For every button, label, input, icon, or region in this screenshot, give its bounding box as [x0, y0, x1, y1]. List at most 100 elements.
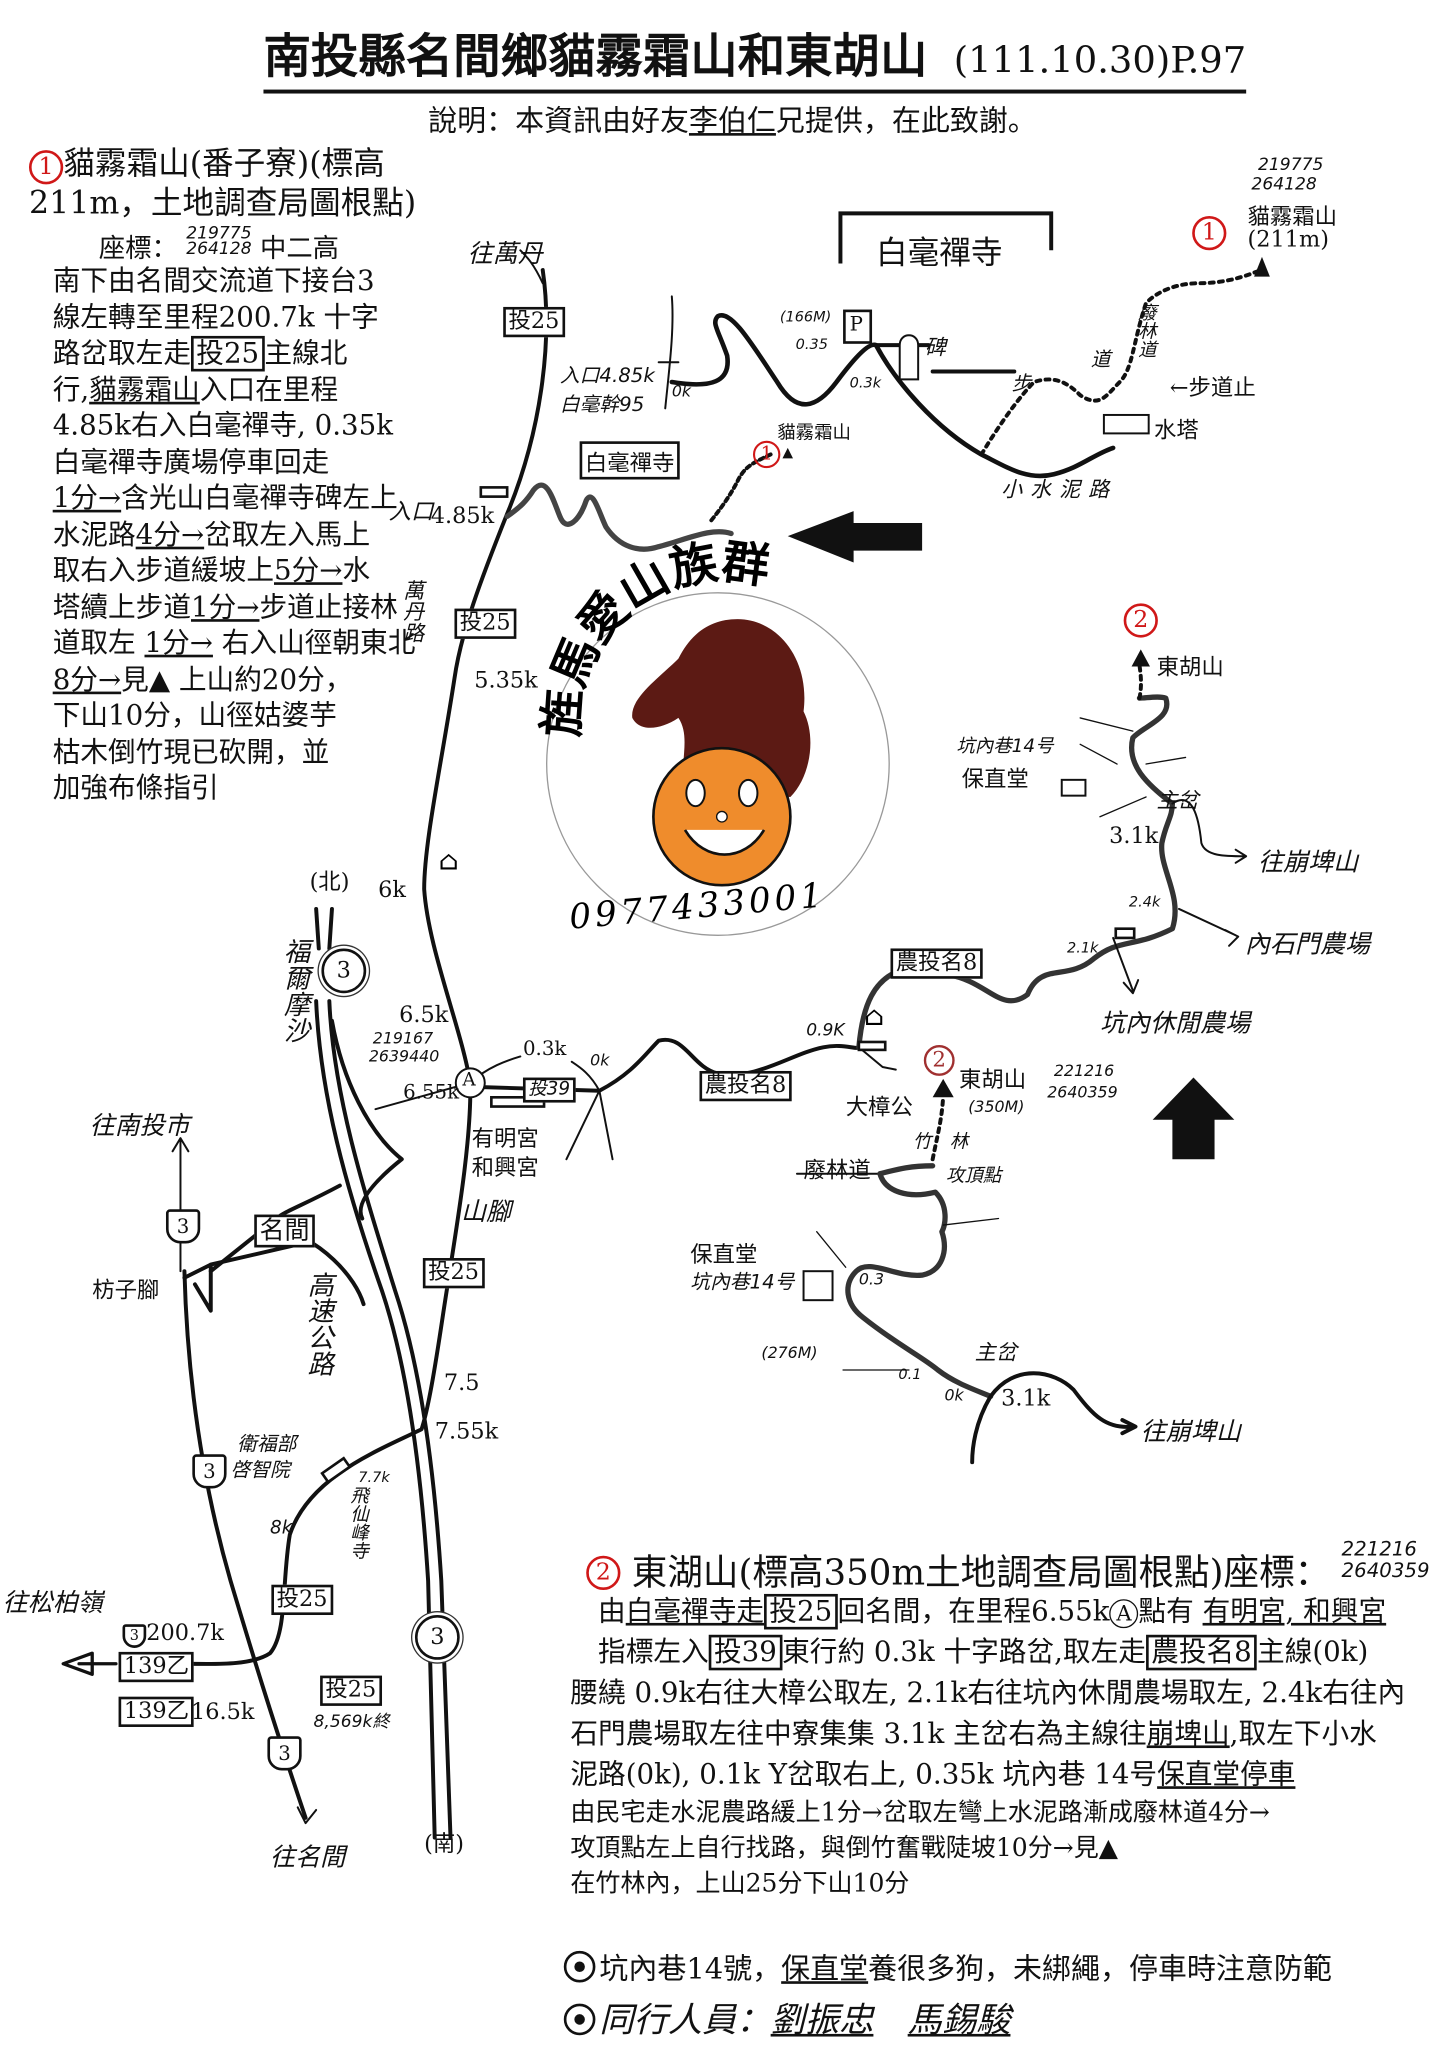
text-segment: 4.85k右入白毫禪寺, 0.35k [52, 409, 393, 442]
direction-line: 行,貓霧霜山入口在里程 [53, 372, 416, 408]
page-title: 南投縣名間鄉貓霧霜山和東胡山(111.10.30)P.97 [263, 18, 1247, 94]
label-to-bengpi-upper: 往崩埤山 [1258, 848, 1359, 878]
branch-bengpi [1171, 799, 1248, 864]
direction-line: 泥路(0k), 0.1k Y岔取右上, 0.35k 坑內巷 14号保直堂停車 [570, 1755, 1405, 1796]
coord-y: 264128 [186, 239, 252, 260]
peak2-name: 東胡山 [1156, 654, 1224, 682]
direction-line: 下山10分，山徑姑婆芋 [53, 698, 416, 734]
label-hexing-temple: 和興宮 [471, 1155, 539, 1182]
section1-coordinates: 座標： 219775 264128 中二高 [98, 225, 339, 265]
text-segment: 指標左入 [570, 1636, 709, 1668]
peak2-elevation: (350M) [968, 1097, 1025, 1116]
water-tower-icon [1102, 413, 1150, 435]
route-sign-139-b: 139乙 [118, 1696, 195, 1727]
peak2-coord-y: 2640359 [1047, 1082, 1118, 1102]
route-sign: 投39 [708, 1634, 783, 1671]
road-nong8 [856, 694, 1178, 1050]
text-segment: 由民宅走水泥農路緩上1分→岔取左彎上水泥路漸成廢林道4分→ [570, 1798, 1270, 1828]
label-abandoned-forest-road: 廢林道 [803, 1157, 871, 1185]
peak2-lower-name: 東胡山 [958, 1067, 1027, 1094]
label-km-21: 2.1k [1067, 939, 1099, 957]
label-feixian-temple: 飛仙峰寺 [347, 1485, 369, 1560]
text-segment: 水 [342, 554, 371, 587]
club-logo: 旌馬愛山族群 0977433001 [534, 534, 890, 938]
section2-heading-text: 東湖山(標高350m土地調查局圖根點)座標： [631, 1553, 1331, 1594]
label-km-035: 0.35 [795, 335, 828, 354]
label-km-6: 6k [378, 877, 406, 904]
title-main: 南投縣名間鄉貓霧霜山和東胡山 [263, 28, 928, 85]
direction-line: 在竹林內，上山25分下山10分 [570, 1867, 1405, 1903]
direction-line: 線左轉至里程200.7k 十字 [53, 300, 416, 336]
peak2-lower-number: 2 [923, 1045, 955, 1076]
marker-kengnei [1114, 927, 1136, 940]
label-to-wandan: 往萬丹 [467, 239, 543, 269]
label-km-09: 0.9K [806, 1020, 845, 1041]
point-a-coord-x: 219167 [372, 1028, 434, 1048]
section2-coord-x: 221216 [1341, 1537, 1417, 1562]
label-trail-dao: 道 [1090, 347, 1111, 372]
temple-icon: ⌂ [439, 846, 459, 876]
text-segment: 步道止接林 [259, 590, 398, 623]
text-segment: ,取左下小水 [1229, 1717, 1377, 1750]
route-sign-139-a: 139乙 [118, 1651, 195, 1682]
text-segment: 4分→ [135, 518, 205, 550]
direction-line: 加強布條指引 [53, 771, 416, 807]
freeway-3-sign-north: 3 [321, 948, 367, 994]
label-to-songboling: 往松柏嶺 [2, 1588, 103, 1618]
label-0k-lower: 0k [944, 1385, 964, 1405]
label-formosa: 福爾摩沙 [279, 937, 311, 1044]
label-freeway: 高速公路 [302, 1271, 335, 1377]
label-km-755: 7.55k [434, 1418, 499, 1446]
note-companions: 同行人員：劉振忠 馬錫駿 [563, 1996, 1332, 2046]
label-dazhanggong: 大樟公 [845, 1094, 913, 1122]
logo-phone: 0977433001 [568, 875, 828, 937]
label-km-535: 5.35k [474, 667, 538, 695]
direction-line: 4.85k右入白毫禪寺, 0.35k [53, 408, 416, 444]
label-km-24: 2.4k [1128, 893, 1161, 911]
peak1-small-number: 1 [752, 440, 781, 469]
companion-1: 劉振忠 [770, 2000, 874, 2041]
hwy3-sign-north: 3 [165, 1209, 201, 1244]
text-segment: 攻頂點左上自行找路，與倒竹奮戰陡坡10分→見▲ [570, 1833, 1119, 1863]
text-segment: 白毫禪寺廣場停車回走 [52, 445, 330, 478]
coord-label: 座標： [98, 231, 178, 264]
peak2-coord-x: 221216 [1053, 1061, 1115, 1081]
label-entrance-note-1: 入口4.85k [559, 363, 655, 388]
text-segment: 有明宮, 和興宮 [1202, 1595, 1387, 1627]
peak1-coord-y: 264128 [1251, 175, 1317, 195]
label-end-8569: 8,569k終 [313, 1712, 390, 1733]
direction-line: 由民宅走水泥農路緩上1分→岔取左彎上水泥路漸成廢林道4分→ [570, 1795, 1405, 1831]
text-segment: 路岔取左走 [52, 337, 192, 369]
marker-qizhi [320, 1456, 352, 1484]
highway-3-north [171, 1137, 190, 1273]
temple-icon-nong8: ⌂ [864, 1002, 884, 1032]
route-sign-tou25-north: 投25 [503, 306, 565, 337]
text-segment: 下山10分，山徑姑婆芋 [52, 699, 337, 732]
text-segment: 主線(0k) [1257, 1636, 1369, 1668]
credit-prefix: 說明：本資訊由好友 [428, 105, 689, 139]
credit-line: 說明：本資訊由好友李伯仁兄提供，在此致謝。 [428, 97, 1037, 139]
label-elev-166: (166M) [779, 308, 832, 326]
label-qizhi-2: 啓智院 [230, 1458, 290, 1482]
route-sign-nong8-lower: 農投名8 [699, 1070, 792, 1101]
label-km-75: 7.5 [443, 1369, 480, 1397]
label-km-65: 6.5k [399, 1002, 449, 1029]
route-sign: 投25 [764, 1593, 838, 1630]
road-0k-branches [469, 1055, 614, 1161]
section2-coord-y: 2640359 [1341, 1558, 1430, 1583]
label-summit-point: 攻頂點 [945, 1165, 1002, 1187]
peak1-number: 1 [1192, 216, 1227, 251]
label-neishimen-farm: 內石門農場 [1244, 930, 1371, 959]
road-kengnei [845, 1163, 994, 1399]
companion-2: 馬錫駿 [907, 2000, 1011, 2041]
direction-line: 腰繞 0.9k右往大樟公取左, 2.1k右往坑內休閒農場取左, 2.4k右往內 [570, 1673, 1405, 1714]
highway-3 [182, 1269, 308, 1820]
text-segment: 泥路(0k), 0.1k Y岔取右上, 0.35k 坑內巷 14号 [570, 1758, 1158, 1791]
branch-kengnei [1112, 936, 1140, 995]
direction-line: 8分→見▲ 上山約20分， [53, 662, 416, 698]
